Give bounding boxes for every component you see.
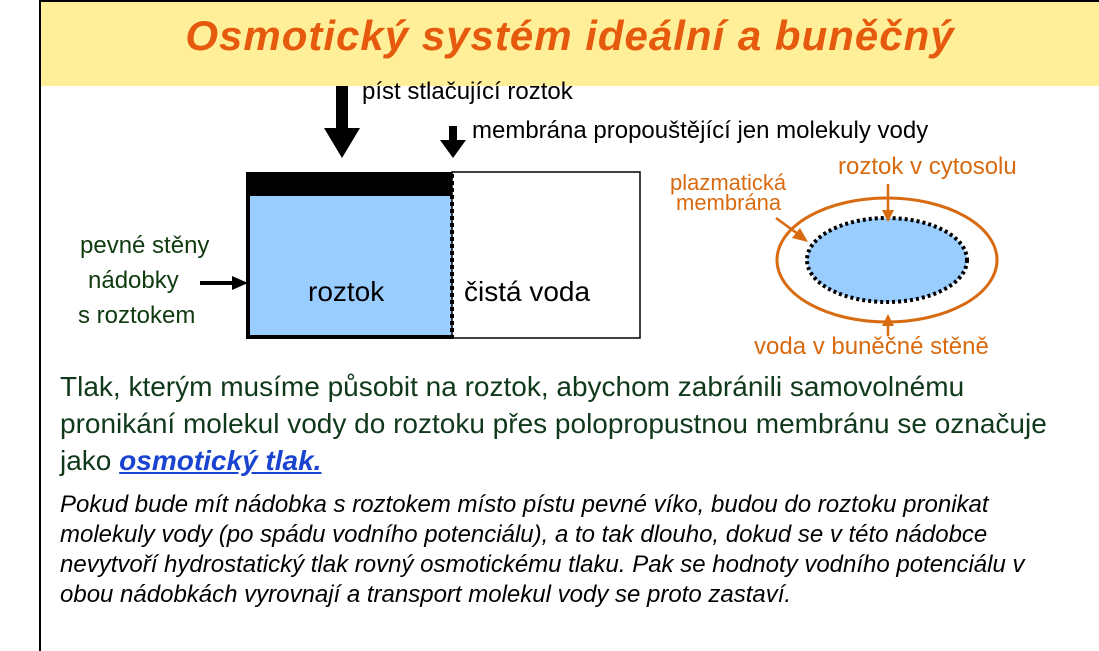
definition-text: Tlak, kterým musíme působit na roztok, a…: [60, 371, 1047, 476]
solution-label: roztok: [308, 276, 385, 307]
osmotic-pressure-link[interactable]: osmotický tlak.: [119, 445, 322, 476]
walls-label-line3: s roztokem: [78, 302, 196, 329]
cytosol-arrow: [882, 184, 894, 222]
walls-arrow: [200, 276, 248, 290]
membrane-arrow: [440, 126, 466, 158]
plasma-membrane-label-line2: membrána: [676, 190, 782, 215]
membrane-label: membrána propouštějící jen molekuly vody: [472, 117, 929, 144]
pure-water-label: čistá voda: [464, 276, 591, 307]
title-band: [41, 2, 1099, 86]
osmotic-pressure-definition: Tlak, kterým musíme působit na roztok, a…: [60, 368, 1080, 479]
cytosol-label: roztok v cytosolu: [838, 153, 1017, 180]
walls-label-line2: nádobky: [88, 267, 179, 294]
piston: [246, 172, 454, 196]
piston-label: píst stlačující roztok: [362, 78, 573, 105]
slide-title: Osmotický systém ideální a buněčný: [185, 12, 955, 59]
cell-wall-water-label: voda v buněčné stěně: [754, 333, 989, 360]
plasma-membrane-label-line1: plazmatická: [670, 170, 787, 195]
plasma-membrane-arrow: [775, 216, 808, 242]
pure-water-compartment: [451, 171, 641, 339]
solution-compartment: [248, 196, 452, 336]
explanation-paragraph: Pokud bude mít nádobka s roztokem místo …: [60, 491, 1025, 608]
cytosol: [805, 216, 969, 304]
piston-arrow: [324, 86, 360, 158]
slide-frame: [39, 0, 1099, 651]
cell-wall-water-arrow: [882, 314, 894, 336]
walls-label-line1: pevné stěny: [80, 232, 210, 259]
